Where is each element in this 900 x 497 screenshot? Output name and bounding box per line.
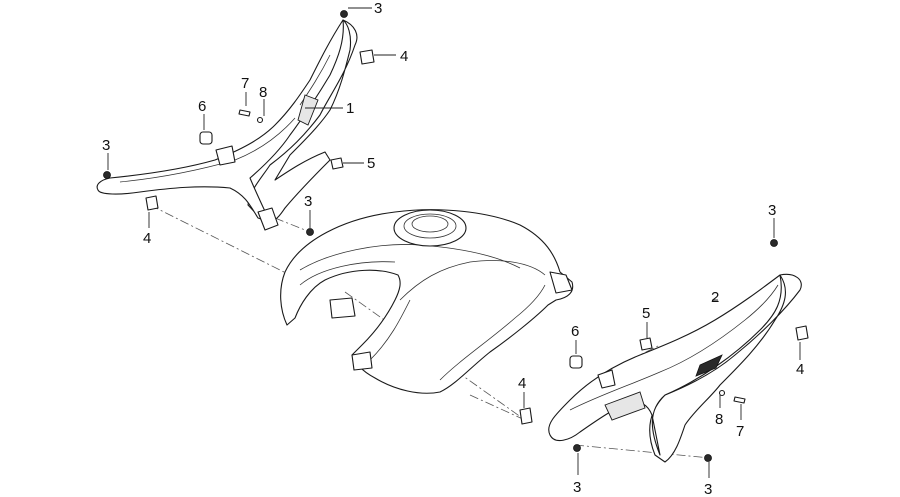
- leader-lines: [107, 7, 801, 478]
- callout-1: 1: [346, 100, 354, 117]
- callout-4-top: 4: [400, 48, 408, 65]
- callout-4-left: 4: [143, 230, 151, 247]
- fuel-tank: [280, 209, 574, 394]
- callout-5-right: 5: [642, 305, 650, 322]
- callout-2: 2: [711, 289, 719, 306]
- callout-3-bottom-left: 3: [573, 479, 581, 496]
- callout-8-left: 8: [259, 84, 267, 101]
- callout-3-center: 3: [304, 193, 312, 210]
- left-side-cover: [96, 19, 358, 231]
- callout-4-center: 4: [518, 375, 526, 392]
- callout-7-left: 7: [241, 75, 249, 92]
- callout-5-left: 5: [367, 155, 375, 172]
- callout-3-top: 3: [374, 0, 382, 17]
- callouts: 3 4 7 8 1 6 3 5 3 4 3 2 5 6 4 4 8 7 3 3: [102, 0, 804, 497]
- right-side-cover: [548, 273, 802, 463]
- callout-7-right: 7: [736, 423, 744, 440]
- callout-4-right: 4: [796, 361, 804, 378]
- hardware: [103, 10, 809, 462]
- callout-6-right: 6: [571, 323, 579, 340]
- callout-6-left: 6: [198, 98, 206, 115]
- callout-8-right: 8: [715, 411, 723, 428]
- callout-3-right-top: 3: [768, 202, 776, 219]
- callout-3-bottom-right: 3: [704, 481, 712, 497]
- callout-3-left: 3: [102, 137, 110, 154]
